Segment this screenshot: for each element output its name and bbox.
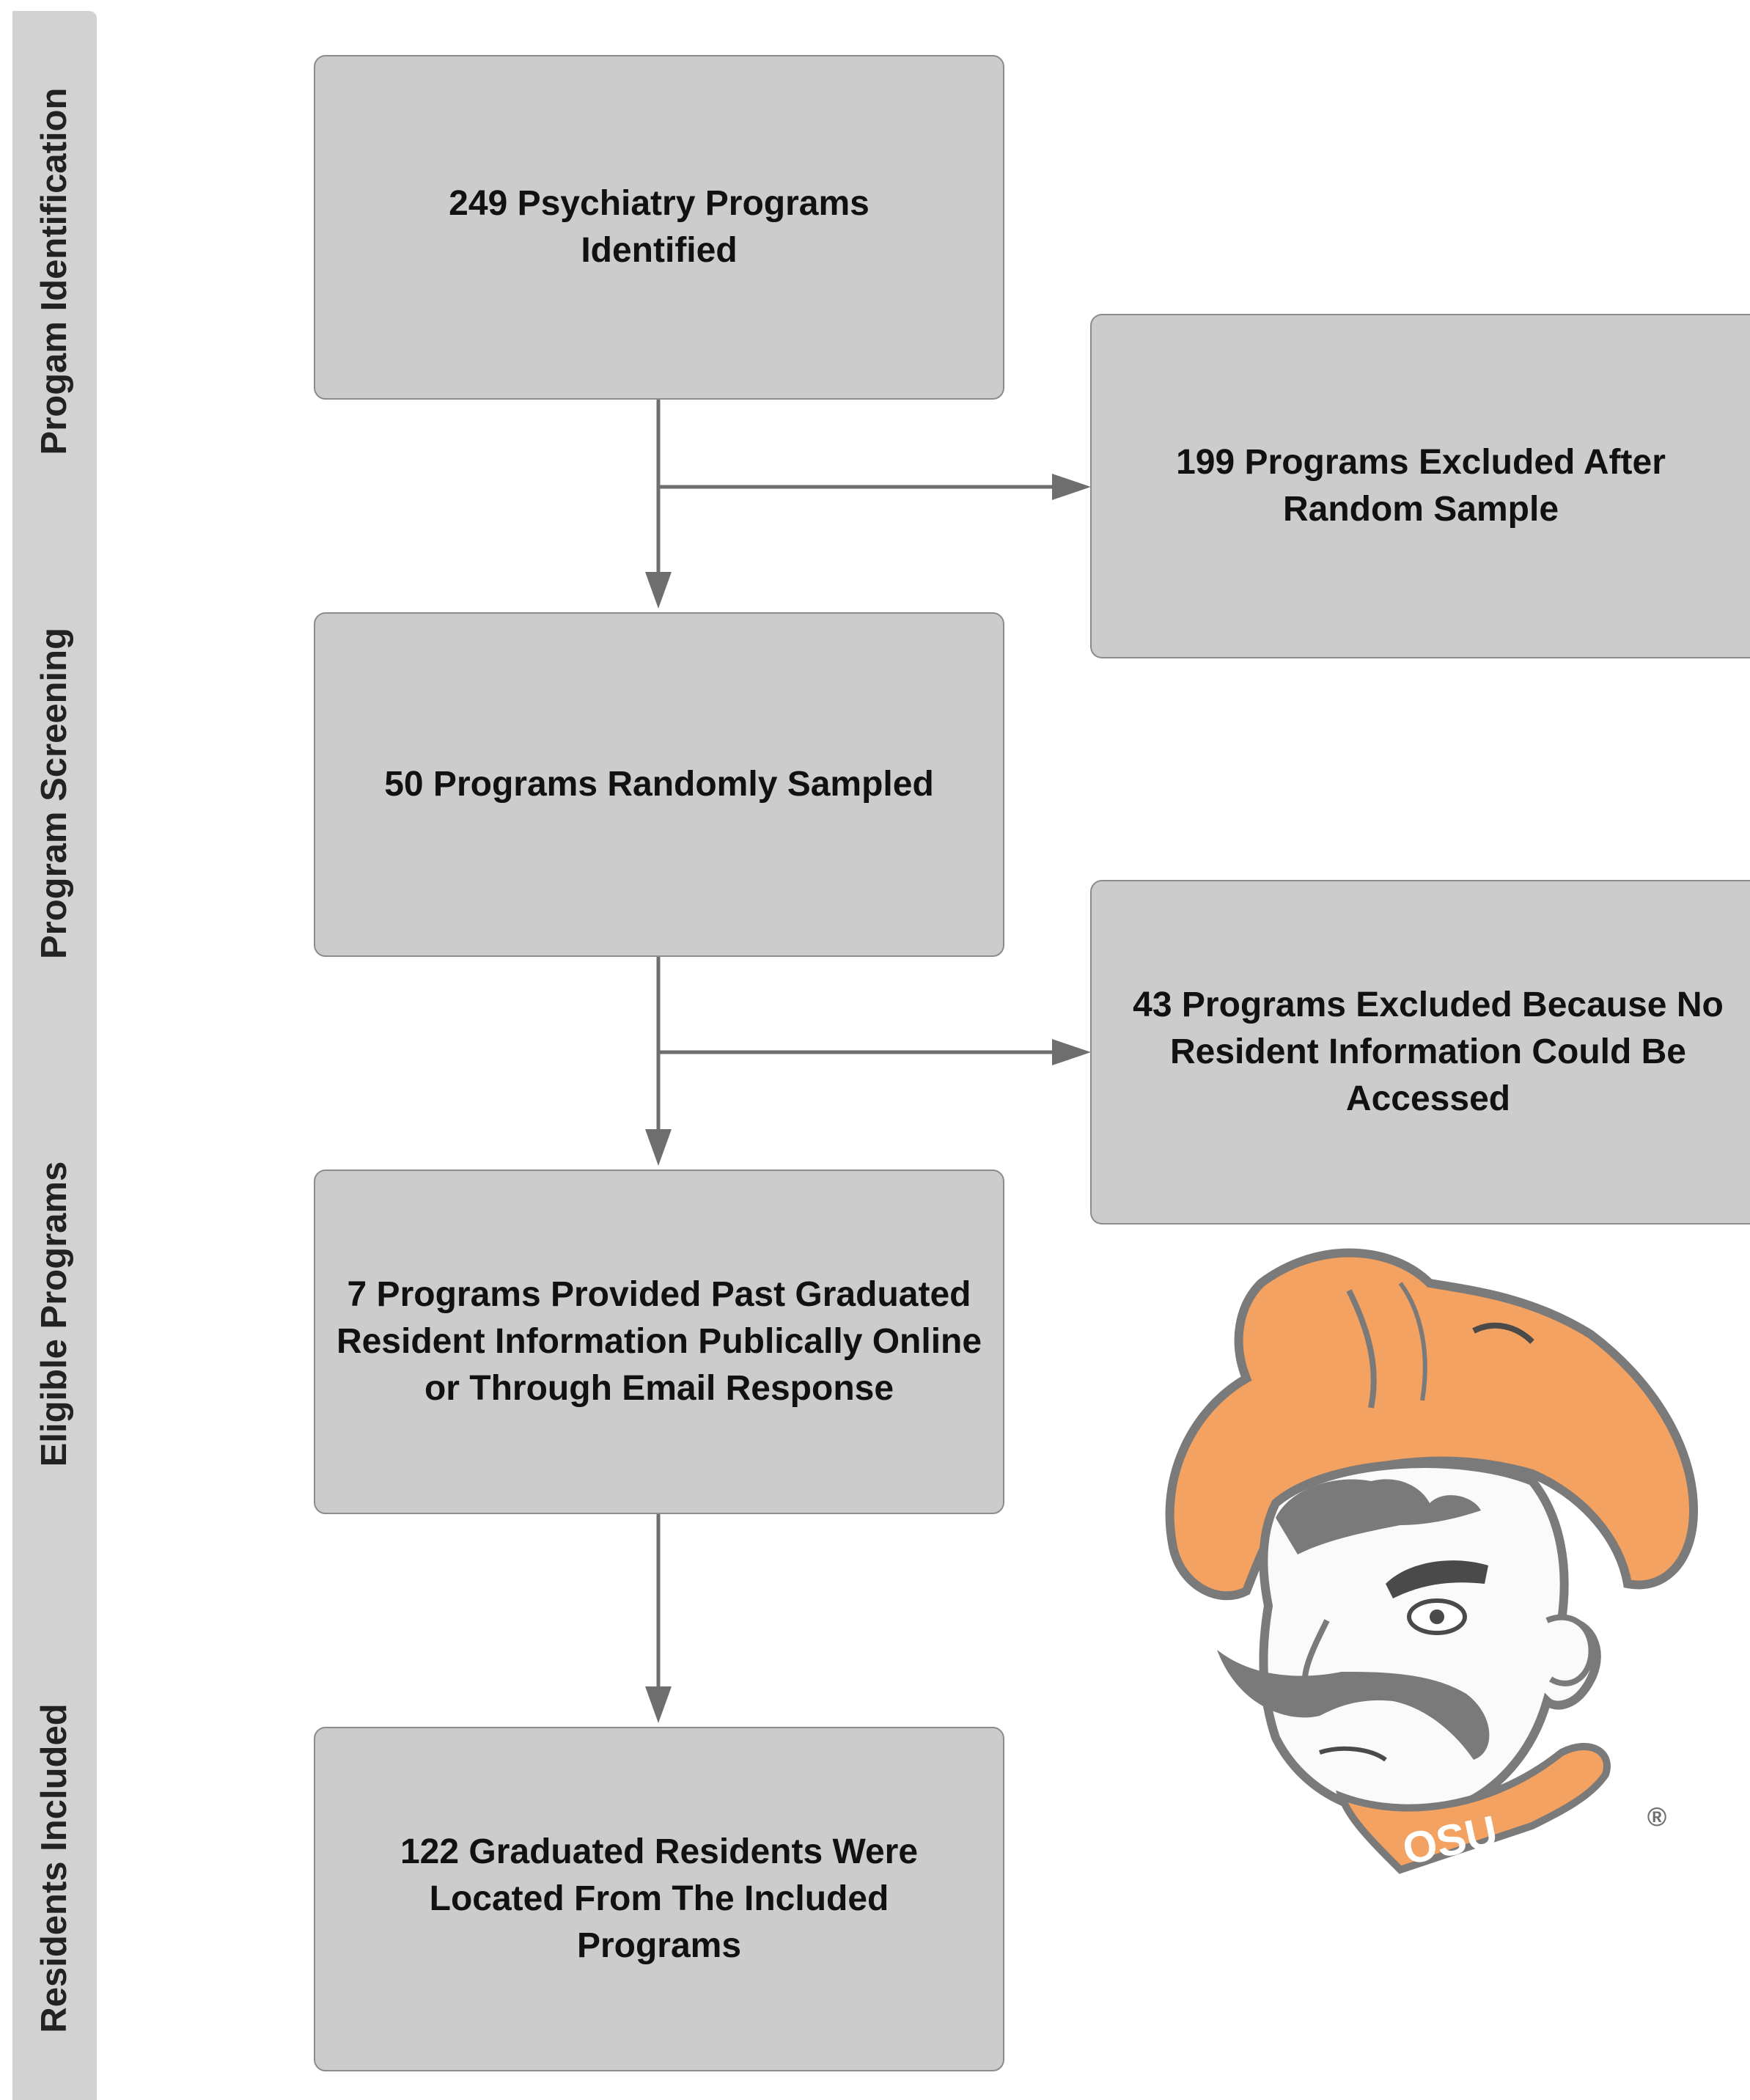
box-residents-included: 122 Graduated Residents Were Located Fro… [314, 1727, 1004, 2071]
registered-mark: ® [1647, 1802, 1667, 1832]
box-programs-provided: 7 Programs Provided Past Graduated Resid… [314, 1170, 1004, 1514]
hair-icon [1276, 1479, 1481, 1554]
arrowhead-down-2 [645, 1129, 672, 1166]
arrowhead-right-2 [1052, 1039, 1091, 1065]
arrowhead-right-1 [1052, 474, 1091, 500]
face-icon [1259, 1459, 1601, 1820]
stage-sidebar [12, 11, 97, 2100]
brow-icon [1386, 1560, 1488, 1598]
box-excluded-random: 199 Programs Excluded After Random Sampl… [1090, 314, 1750, 658]
box-excluded-no-info: 43 Programs Excluded Because No Resident… [1090, 880, 1750, 1225]
arrowhead-down-1 [645, 572, 672, 609]
eye-icon [1430, 1609, 1444, 1624]
osu-mascot-logo: OSU ® [1165, 1248, 1699, 1874]
mustache-icon [1217, 1650, 1490, 1760]
arrowhead-down-3 [645, 1686, 672, 1723]
box-randomly-sampled: 50 Programs Randomly Sampled [314, 612, 1004, 957]
box-programs-identified: 249 Psychiatry Programs Identified [314, 55, 1004, 400]
bandana-icon [1335, 1742, 1611, 1874]
hat-icon [1165, 1248, 1699, 1601]
